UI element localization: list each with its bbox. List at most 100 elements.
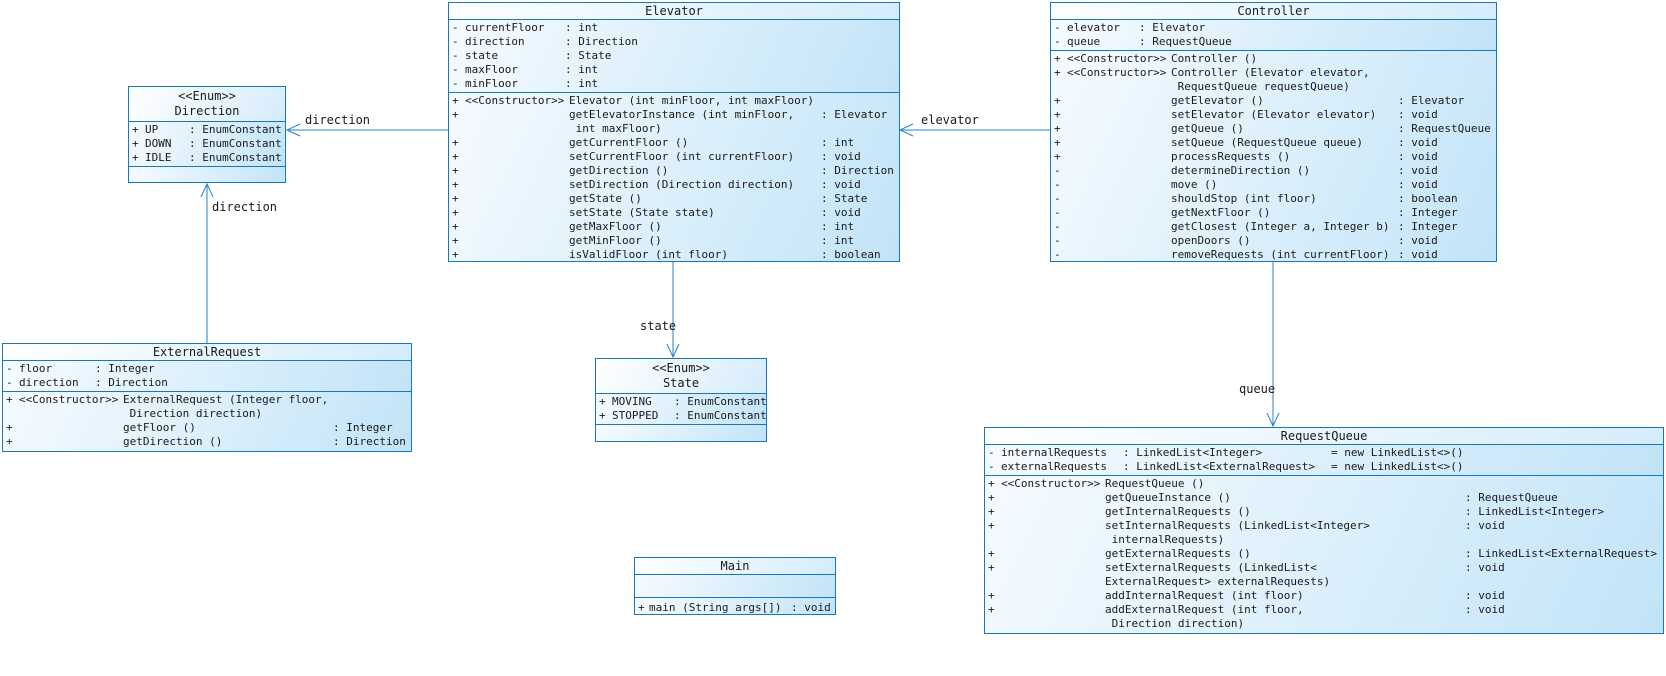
member-ctor <box>1067 192 1171 206</box>
member-ret: : Integer <box>1398 220 1458 233</box>
member-ctor <box>465 234 569 248</box>
member-row: +setCurrentFloor (int currentFloor): voi… <box>449 150 899 164</box>
member-ret: : RequestQueue <box>1465 491 1558 504</box>
member-ctor <box>465 164 569 178</box>
member-ret: : Direction <box>333 435 406 448</box>
member-name: elevator <box>1067 21 1120 34</box>
edge-label-state[interactable]: state <box>640 319 677 333</box>
member-ctor <box>1001 491 1105 505</box>
member-sig: getExternalRequests () <box>1105 547 1251 560</box>
member-vis: - <box>1054 164 1061 177</box>
class-main[interactable]: Main +main (String args[]): void <box>634 557 836 615</box>
member-vis: + <box>988 547 995 560</box>
member-name: direction <box>19 376 79 389</box>
methods-compartment: +<<Constructor>>ExternalRequest (Integer… <box>3 391 411 451</box>
stereotype-label: <<Enum>> <box>178 89 236 103</box>
member-type: : State <box>565 49 612 62</box>
member-row: + addExternalRequest (int floor, Directio… <box>985 603 1663 631</box>
member-row: +IDLE: EnumConstant <box>129 151 285 165</box>
member-type: : int <box>565 77 599 90</box>
member-sig: addInternalRequest (int floor) <box>1105 589 1304 602</box>
member-ctor <box>1067 164 1171 178</box>
member-vis: - <box>6 376 13 389</box>
member-vis: + <box>452 206 459 219</box>
class-elevator[interactable]: Elevator -currentFloor: int-direction: D… <box>448 2 900 262</box>
member-vis: - <box>1054 192 1061 205</box>
member-row: +main (String args[]): void <box>635 601 835 614</box>
attributes-compartment: -elevator: Elevator-queue : RequestQueue <box>1051 19 1496 50</box>
member-sig: addExternalRequest (int floor, Direction… <box>1105 603 1304 630</box>
edge-label-direction[interactable]: direction <box>212 200 278 214</box>
member-row: +setQueue (RequestQueue queue): void <box>1051 136 1496 150</box>
member-ret <box>821 94 899 108</box>
class-externalrequest[interactable]: ExternalRequest -floor: Integer-directio… <box>2 343 412 452</box>
member-row: -queue : RequestQueue <box>1051 35 1496 49</box>
class-title: Elevator <box>449 3 899 19</box>
member-vis: - <box>6 362 13 375</box>
member-name: minFloor <box>465 77 518 90</box>
member-name: STOPPED <box>612 409 659 422</box>
association-controller-queue[interactable] <box>1266 262 1280 428</box>
member-type: : LinkedList<Integer> <box>1123 446 1263 459</box>
member-row: -elevator: Elevator <box>1051 21 1496 35</box>
member-ctor <box>465 248 569 261</box>
member-vis: - <box>1054 220 1061 233</box>
member-vis: - <box>988 460 995 473</box>
member-ret: : Integer <box>1398 206 1458 219</box>
edge-label-direction[interactable]: direction <box>305 113 371 127</box>
methods-compartment: +main (String args[]): void <box>635 597 835 614</box>
member-type: : Direction <box>565 35 638 48</box>
member-ctor <box>465 192 569 206</box>
member-ctor <box>19 421 123 435</box>
member-sig: Controller () <box>1171 52 1258 65</box>
member-row: -externalRequests: LinkedList<ExternalRe… <box>985 460 1663 474</box>
member-sig: getMinFloor () <box>569 234 662 247</box>
member-row: -state: State <box>449 49 899 63</box>
member-vis: - <box>1054 35 1061 48</box>
member-row: +<<Constructor>>RequestQueue () <box>985 477 1663 491</box>
member-row: -getNextFloor (): Integer <box>1051 206 1496 220</box>
member-vis: + <box>132 151 139 164</box>
member-ctor <box>1001 589 1105 603</box>
member-type: : Direction <box>95 376 168 389</box>
member-row: +setExternalRequests (LinkedList< Extern… <box>985 561 1663 589</box>
member-ctor <box>1067 220 1171 234</box>
attributes-compartment <box>635 574 835 597</box>
member-ctor <box>1067 150 1171 164</box>
member-vis: + <box>599 409 606 422</box>
member-sig: getInternalRequests () <box>1105 505 1251 518</box>
class-direction[interactable]: <<Enum>> Direction +UP: EnumConstant+DOW… <box>128 86 286 183</box>
class-requestqueue[interactable]: RequestQueue -internalRequests: LinkedLi… <box>984 427 1664 634</box>
member-vis: + <box>132 123 139 136</box>
member-ctor <box>1001 519 1105 547</box>
member-row: +setDirection (Direction direction): voi… <box>449 178 899 192</box>
member-vis: + <box>988 477 995 490</box>
member-row: +processRequests (): void <box>1051 150 1496 164</box>
member-vis: - <box>452 63 459 76</box>
member-type: : EnumConstant <box>189 137 282 150</box>
class-controller[interactable]: Controller -elevator: Elevator-queue: Re… <box>1050 2 1497 262</box>
member-type: : EnumConstant <box>674 409 766 422</box>
member-ret: : void <box>1398 178 1438 191</box>
member-type: : RequestQueue <box>1139 35 1232 48</box>
member-vis: - <box>1054 178 1061 191</box>
edge-label-queue[interactable]: queue <box>1239 382 1276 396</box>
member-vis: + <box>988 603 995 616</box>
association-elevator-state[interactable] <box>666 262 680 359</box>
member-ctor: <<Constructor>> <box>1001 477 1101 490</box>
member-row: -determineDirection (): void <box>1051 164 1496 178</box>
edge-label-elevator[interactable]: elevator <box>921 113 979 127</box>
member-ctor <box>1067 122 1171 136</box>
member-row: +DOWN: EnumConstant <box>129 137 285 151</box>
member-row: +getDirection (): Direction <box>449 164 899 178</box>
class-state[interactable]: <<Enum>> State +MOVING: EnumConstant+STO… <box>595 358 767 442</box>
member-name: queue <box>1067 35 1101 48</box>
member-sig: determineDirection () <box>1171 164 1311 177</box>
member-vis: + <box>1054 66 1061 79</box>
member-ctor <box>1067 248 1171 261</box>
member-ctor: <<Constructor>> <box>19 393 119 406</box>
member-ctor <box>1067 206 1171 220</box>
member-row: -direction: Direction <box>449 35 899 49</box>
member-type: : EnumConstant <box>189 123 282 136</box>
member-vis: + <box>988 561 995 574</box>
